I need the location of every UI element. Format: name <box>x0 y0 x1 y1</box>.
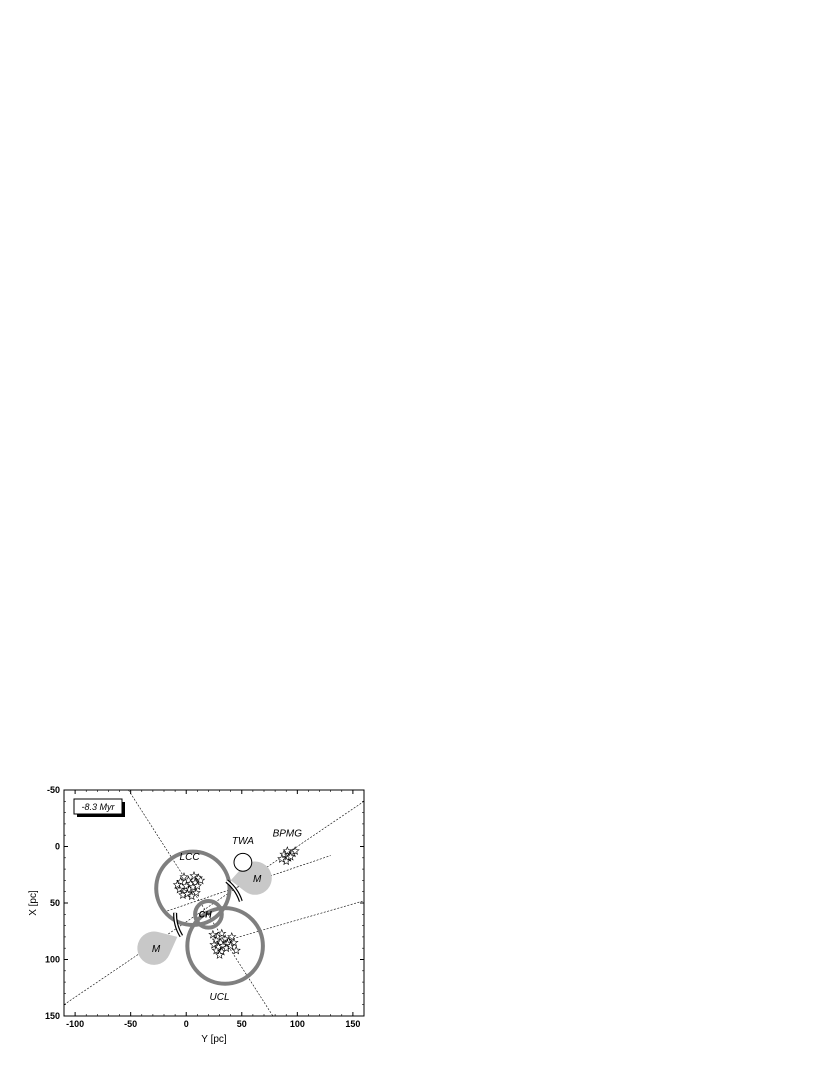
time-label-box: -8.3 Myr <box>73 798 125 817</box>
star-markers <box>172 846 300 959</box>
x-axis-label: Y [pc] <box>201 1034 227 1045</box>
axes: -100 -50 0 50 100 150 -50 0 50 100 150 Y [pc] X [pc] <box>28 785 365 1045</box>
star-ucl-12 <box>211 945 221 955</box>
star-lcc-1 <box>183 875 194 885</box>
label-ch: CH <box>199 910 212 920</box>
y-tick-label-3: 100 <box>45 955 60 965</box>
star-bpmg-5 <box>290 846 300 855</box>
star-ucl-0 <box>208 929 218 939</box>
time-label-background <box>73 798 123 815</box>
star-bpmg-6 <box>282 846 292 855</box>
star-bpmg-7 <box>277 854 287 863</box>
star-lcc-2 <box>189 871 199 880</box>
rings <box>154 849 265 986</box>
star-ucl-11 <box>227 932 237 941</box>
x-tick-label-5: 150 <box>345 1019 360 1029</box>
x-tick-label-1: -50 <box>124 1019 137 1029</box>
star-lcc-8 <box>174 884 185 894</box>
label-bpmg: BPMG <box>273 828 303 839</box>
star-lcc-4 <box>176 876 186 886</box>
star-lcc-12 <box>191 887 201 897</box>
twa-circle <box>233 852 253 872</box>
time-label: -8.3 Myr <box>81 802 115 812</box>
star-ucl-3 <box>211 935 221 945</box>
star-ucl-16 <box>229 937 239 947</box>
x-tick-label-3: 50 <box>237 1019 247 1029</box>
star-ucl-17 <box>214 950 225 959</box>
motion-arc-0-inner <box>226 880 242 902</box>
y-tick-label-1: 0 <box>55 842 60 852</box>
lobe-1 <box>137 931 178 965</box>
star-ucl-7 <box>209 939 219 949</box>
dashed-line-3 <box>219 900 364 943</box>
x-tick-label-4: 100 <box>290 1019 305 1029</box>
star-lcc-15 <box>187 891 197 901</box>
star-ucl-2 <box>217 928 227 938</box>
star-bpmg-4 <box>286 851 296 861</box>
star-lcc-16 <box>192 881 202 890</box>
y-tick-label-2: 50 <box>50 898 60 908</box>
x-tick-label-2: 0 <box>184 1019 189 1029</box>
label-twa: TWA <box>232 836 254 847</box>
star-lcc-14 <box>182 889 192 898</box>
y-axis-label: X [pc] <box>28 890 39 916</box>
star-lcc-17 <box>196 875 206 885</box>
ring-UCL <box>185 906 265 986</box>
motion-arcs <box>173 879 243 938</box>
ring-CH <box>193 898 224 930</box>
dashed-line-1 <box>64 801 364 1005</box>
label-ucl: UCL <box>210 992 230 1003</box>
star-lcc-7 <box>190 877 200 887</box>
lobes <box>137 861 272 965</box>
star-lcc-0 <box>179 872 189 881</box>
star-ucl-18 <box>231 945 241 955</box>
lobe-label-0: M <box>253 874 262 885</box>
y-tick-label-0: -50 <box>47 785 60 795</box>
y-tick-label-4: 150 <box>45 1011 60 1021</box>
x-tick-label-0: -100 <box>66 1019 84 1029</box>
label-lcc: LCC <box>180 852 201 863</box>
lobe-label-1: M <box>152 944 161 955</box>
motion-arc-1-inner <box>174 912 183 937</box>
star-lcc-18 <box>172 880 182 889</box>
region-labels: M M LCC UCL CH TWA BPMG <box>152 828 302 1003</box>
